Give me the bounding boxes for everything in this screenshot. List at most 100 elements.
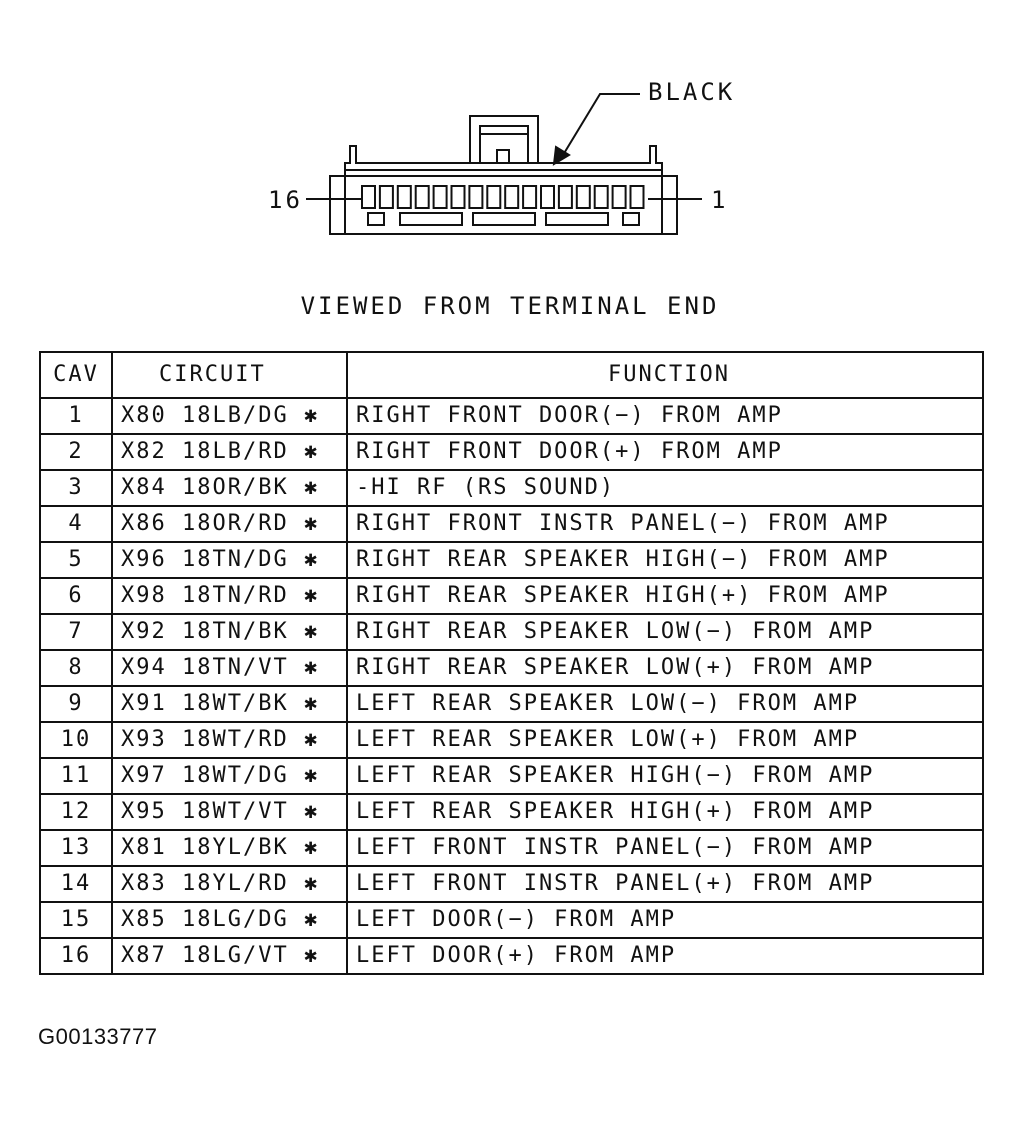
circuit-cell: X83 18YL/RD ✱	[111, 865, 348, 903]
key-slot	[399, 212, 463, 226]
function-cell: RIGHT FRONT INSTR PANEL(−) FROM AMP	[346, 505, 984, 543]
terminal-cavity	[557, 185, 573, 209]
circuit-cell: X87 18LG/VT ✱	[111, 937, 348, 975]
cav-cell: 6	[39, 577, 113, 615]
cav-cell: 12	[39, 793, 113, 831]
cav-cell: 11	[39, 757, 113, 795]
cav-header: CAV	[39, 351, 113, 399]
color-leader	[559, 93, 640, 161]
circuit-cell: X86 18OR/RD ✱	[111, 505, 348, 543]
function-cell: LEFT DOOR(−) FROM AMP	[346, 901, 984, 939]
key-slot	[622, 212, 640, 226]
terminal-cavity	[575, 185, 591, 209]
circuit-cell: X92 18TN/BK ✱	[111, 613, 348, 651]
function-cell: RIGHT REAR SPEAKER LOW(−) FROM AMP	[346, 613, 984, 651]
connector-diagram	[306, 93, 702, 235]
terminal-cavity	[468, 185, 484, 209]
cav-cell: 3	[39, 469, 113, 507]
connector-latch	[469, 115, 539, 163]
cav-cell: 9	[39, 685, 113, 723]
function-cell: RIGHT REAR SPEAKER HIGH(−) FROM AMP	[346, 541, 984, 579]
function-cell: RIGHT FRONT DOOR(+) FROM AMP	[346, 433, 984, 471]
cav-cell: 16	[39, 937, 113, 975]
key-slot	[367, 212, 385, 226]
circuit-cell: X97 18WT/DG ✱	[111, 757, 348, 795]
cavity-row	[361, 185, 645, 209]
view-caption: VIEWED FROM TERMINAL END	[300, 292, 720, 320]
terminal-cavity	[504, 185, 520, 209]
terminal-cavity	[361, 185, 376, 209]
function-cell: LEFT FRONT INSTR PANEL(−) FROM AMP	[346, 829, 984, 867]
cav-cell: 10	[39, 721, 113, 759]
terminal-cavity	[611, 185, 627, 209]
circuit-cell: X96 18TN/DG ✱	[111, 541, 348, 579]
cav-cell: 2	[39, 433, 113, 471]
cav-cell: 7	[39, 613, 113, 651]
circuit-cell: X93 18WT/RD ✱	[111, 721, 348, 759]
key-slot	[472, 212, 536, 226]
terminal-cavity	[540, 185, 555, 209]
circuit-cell: X84 18OR/BK ✱	[111, 469, 348, 507]
connector-housing	[329, 145, 678, 235]
circuit-cell: X95 18WT/VT ✱	[111, 793, 348, 831]
terminal-cavity	[522, 185, 538, 209]
key-slot	[545, 212, 609, 226]
connector-color-label: BLACK	[648, 78, 736, 106]
function-cell: LEFT FRONT INSTR PANEL(+) FROM AMP	[346, 865, 984, 903]
circuit-cell: X91 18WT/BK ✱	[111, 685, 348, 723]
table-header-row: CAV CIRCUIT FUNCTION	[39, 351, 984, 399]
cav-cell: 13	[39, 829, 113, 867]
circuit-header: CIRCUIT	[111, 351, 348, 399]
cav-cell: 8	[39, 649, 113, 687]
function-cell: LEFT REAR SPEAKER HIGH(+) FROM AMP	[346, 793, 984, 831]
function-cell: LEFT DOOR(+) FROM AMP	[346, 937, 984, 975]
pin-1-label: 1	[711, 186, 729, 214]
function-cell: LEFT REAR SPEAKER LOW(−) FROM AMP	[346, 685, 984, 723]
figure-id: G00133777	[38, 1024, 158, 1049]
pin-16-label: 16	[268, 186, 303, 214]
circuit-cell: X80 18LB/DG ✱	[111, 397, 348, 435]
color-arrow	[552, 145, 571, 166]
terminal-cavity	[486, 185, 502, 209]
function-cell: RIGHT FRONT DOOR(−) FROM AMP	[346, 397, 984, 435]
function-cell: -HI RF (RS SOUND)	[346, 469, 984, 507]
circuit-cell: X94 18TN/VT ✱	[111, 649, 348, 687]
function-cell: RIGHT REAR SPEAKER HIGH(+) FROM AMP	[346, 577, 984, 615]
function-cell: LEFT REAR SPEAKER HIGH(−) FROM AMP	[346, 757, 984, 795]
function-header: FUNCTION	[346, 351, 984, 399]
function-cell: LEFT REAR SPEAKER LOW(+) FROM AMP	[346, 721, 984, 759]
terminal-cavity	[396, 185, 412, 209]
terminal-cavity	[629, 185, 645, 209]
terminal-cavity	[593, 185, 609, 209]
circuit-cell: X85 18LG/DG ✱	[111, 901, 348, 939]
terminal-cavity	[378, 185, 394, 209]
circuit-cell: X98 18TN/RD ✱	[111, 577, 348, 615]
circuit-cell: X81 18YL/BK ✱	[111, 829, 348, 867]
cav-cell: 5	[39, 541, 113, 579]
circuit-cell: X82 18LB/RD ✱	[111, 433, 348, 471]
cav-cell: 14	[39, 865, 113, 903]
terminal-cavity	[432, 185, 448, 209]
connector-latch-inner	[479, 125, 529, 163]
cav-cell: 1	[39, 397, 113, 435]
terminal-cavity	[450, 185, 466, 209]
terminal-cavity	[414, 185, 430, 209]
